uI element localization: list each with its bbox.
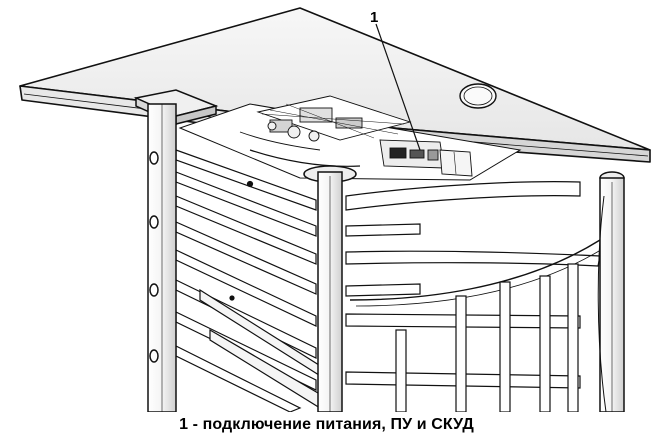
rotor-arms	[345, 181, 605, 412]
figure-caption: 1 - подключение питания, ПУ и СКУД	[179, 416, 474, 433]
left-barrier-bars	[175, 149, 332, 412]
left-post	[133, 89, 219, 412]
right-post	[597, 171, 625, 412]
electronics-compartment	[178, 95, 522, 181]
callout-1: 1	[370, 9, 421, 151]
callout-leader-line	[375, 23, 421, 151]
center-post	[303, 165, 357, 412]
turnstile-drawing: 1	[19, 7, 651, 412]
terminal-block	[379, 139, 473, 177]
control-board	[256, 95, 412, 142]
callout-number: 1	[370, 9, 378, 26]
